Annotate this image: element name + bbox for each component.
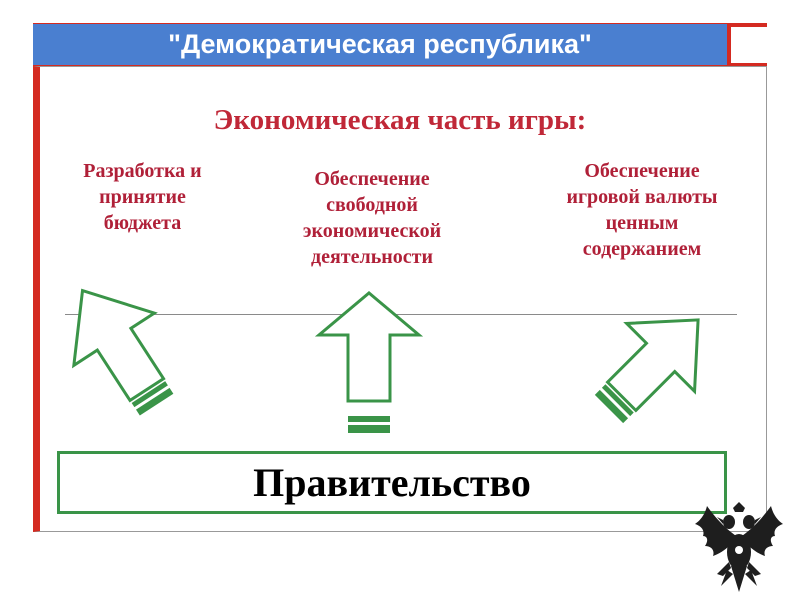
item-currency-line: содержанием (582, 238, 702, 260)
item-budget-line: бюджета (103, 212, 182, 234)
slide-frame (33, 66, 767, 532)
item-currency-line: ценным (605, 212, 679, 234)
arrow-up (314, 291, 424, 433)
item-free-economy-line: свободной (326, 194, 418, 216)
item-free-economy-line: деятельности (310, 246, 434, 268)
item-free-economy: Обеспечение свободной экономической деят… (262, 166, 482, 270)
item-budget: Разработка и принятие бюджета (55, 158, 230, 236)
item-free-economy-line: экономической (302, 220, 442, 242)
item-free-economy-line: Обеспечение (314, 168, 430, 190)
subtitle: Экономическая часть игры: (213, 104, 587, 136)
government-box: Правительство (57, 451, 727, 514)
slide-title: "Демократическая республика" (168, 29, 592, 59)
title-bar: "Демократическая республика" (33, 23, 727, 66)
item-currency: Обеспечение игровой валюты ценным содерж… (522, 158, 762, 262)
item-currency-line: Обеспечение (584, 160, 700, 182)
double-headed-eagle-emblem-icon (695, 502, 783, 592)
government-label: Правительство (253, 460, 531, 505)
arrow-up-right (594, 318, 700, 424)
corner-decoration-inner (730, 27, 767, 63)
item-budget-line: принятие (99, 186, 186, 208)
arrow-up-left (71, 288, 174, 416)
divider-line (65, 314, 737, 315)
item-budget-line: Разработка и (83, 160, 202, 182)
item-currency-line: игровой валюты (566, 186, 718, 208)
